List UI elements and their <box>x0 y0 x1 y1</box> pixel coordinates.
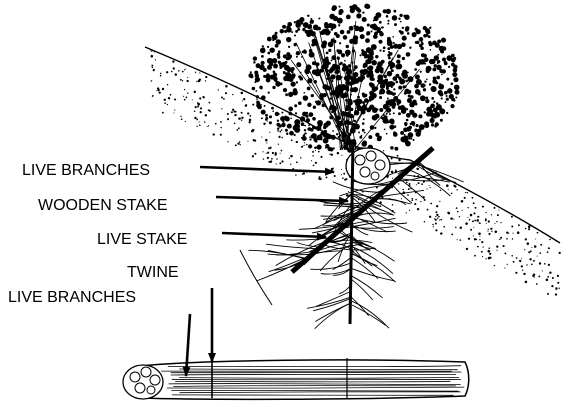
arrow-live-stake <box>222 233 326 237</box>
label-twine: TWINE <box>127 264 179 282</box>
label-live-branches-bottom: LIVE BRANCHES <box>8 289 136 307</box>
arrow-wooden-stake <box>216 197 348 201</box>
label-live-stake: LIVE STAKE <box>97 231 187 249</box>
root-mass <box>248 160 463 328</box>
bundle-end-cross-section <box>123 365 163 399</box>
shrub-canopy <box>248 4 459 153</box>
arrow-live-branches-top <box>200 167 334 172</box>
leader-arrows <box>186 167 348 376</box>
fascine-bundle <box>123 358 469 399</box>
label-wooden-stake: WOODEN STAKE <box>38 197 168 215</box>
label-live-branches-top: LIVE BRANCHES <box>22 162 150 180</box>
